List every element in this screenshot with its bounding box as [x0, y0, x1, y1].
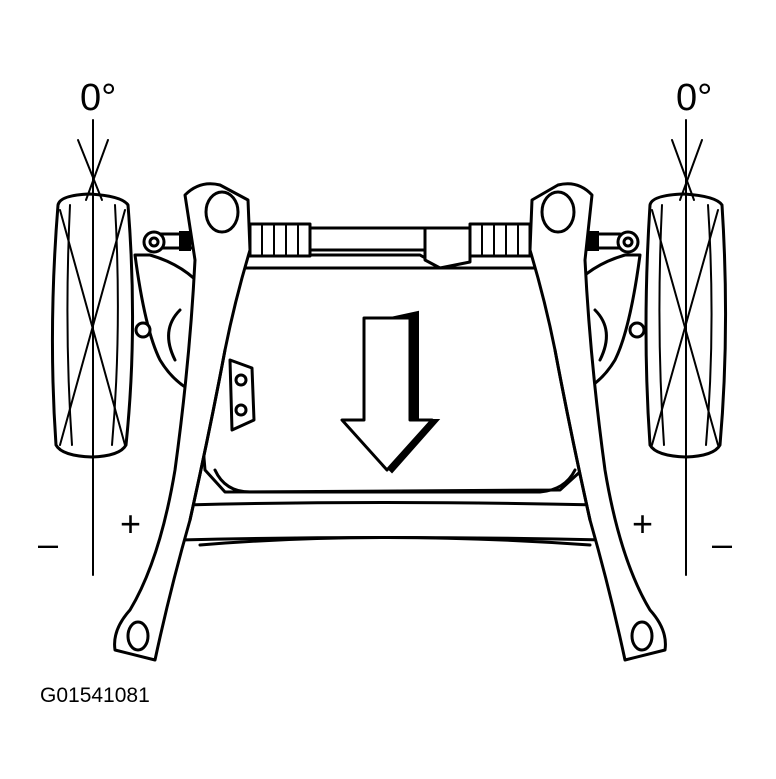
right-camber-angle-label: 0°: [676, 77, 712, 119]
right-camber-reference-lines: [671, 119, 703, 576]
left-strut-arm: [113, 182, 252, 662]
arrow-down-icon: [340, 310, 441, 474]
left-negative-sign: –: [38, 523, 58, 564]
left-camber-angle-label: 0°: [80, 77, 116, 119]
figure-code: G01541081: [40, 684, 150, 707]
left-camber-reference-lines: [77, 119, 109, 576]
right-strut-arm: [528, 182, 667, 662]
right-positive-sign: +: [632, 503, 653, 544]
left-positive-sign: +: [120, 503, 141, 544]
right-negative-sign: –: [712, 523, 732, 564]
